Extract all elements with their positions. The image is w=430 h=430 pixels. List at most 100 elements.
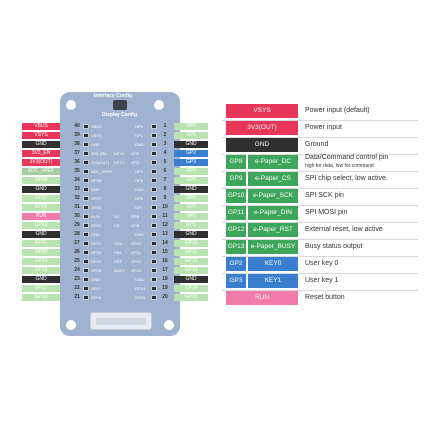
pin-number-right: 17	[162, 267, 168, 273]
legend-label: 3V3(OUT)	[226, 121, 298, 135]
header-pin	[83, 187, 89, 192]
board-pin-label-right: GP7	[135, 205, 144, 210]
legend-description: SPI MOSI pin	[305, 209, 348, 216]
pin-number-right: 5	[163, 159, 167, 165]
header-pin	[151, 187, 157, 192]
pin-number-right: 7	[163, 177, 167, 183]
pin-label-right: GP9	[174, 222, 208, 229]
header-pin	[83, 250, 89, 255]
legend-pin: GP3	[226, 274, 246, 288]
pin-number-right: 3	[163, 141, 167, 147]
board-pin-alt-label: DC	[114, 214, 120, 219]
pin-label-right: GND	[174, 276, 208, 283]
pin-number-right: 14	[162, 240, 168, 246]
legend-function: e-Paper_SCK	[248, 189, 298, 203]
pin-number-right: 13	[162, 231, 168, 237]
board-pin-label-left: GP26	[91, 205, 102, 210]
board-pin-alt-label: DIN	[114, 250, 121, 255]
board-pin-label-right: GP2	[131, 151, 140, 156]
legend-description-detail: high for data, low for command	[305, 163, 374, 169]
board-pin-label-right: GP11	[131, 250, 141, 255]
legend-description: SPI SCK pin	[305, 192, 344, 199]
header-pin	[83, 214, 89, 219]
pin-label-right: GP2	[174, 150, 208, 157]
board-pin-label-right: GP13	[131, 268, 142, 273]
pin-number-right: 11	[162, 213, 168, 219]
pin-number-left: 38	[74, 141, 80, 147]
pin-label-left: GP19	[22, 258, 60, 265]
pin-number-left: 34	[74, 177, 80, 183]
pin-number-right: 1	[163, 123, 167, 129]
pin-number-left: 24	[74, 267, 80, 273]
legend-description: Busy status output	[305, 243, 363, 250]
board-pin-label-left: GND	[91, 277, 100, 282]
pin-label-right: GND	[174, 186, 208, 193]
legend-description: SPI chip select, low active	[305, 175, 386, 182]
legend-divider	[222, 170, 418, 172]
board-pin-label-left: GND	[91, 142, 100, 147]
header-pin	[151, 295, 157, 300]
header-pin	[83, 259, 89, 264]
legend-pin: GP9	[226, 172, 246, 186]
header-pin	[151, 241, 157, 246]
board-pin-label-right: GP14	[135, 286, 146, 291]
board-pin-label-right: GP12	[131, 259, 142, 264]
header-pin	[83, 178, 89, 183]
board-pin-label-left: 3V3_EN	[91, 151, 106, 156]
pin-label-right: GP12	[174, 258, 208, 265]
pin-label-left: GP17	[22, 285, 60, 292]
pin-number-left: 36	[74, 159, 80, 165]
pin-number-left: 28	[74, 231, 80, 237]
legend-function: e-Paper_DC	[248, 155, 298, 169]
pin-label-left: GP26	[22, 204, 60, 211]
pin-label-right: GP13	[174, 267, 208, 274]
pin-label-left: GND	[22, 231, 60, 238]
header-pin	[151, 214, 157, 219]
config-switch	[113, 100, 127, 110]
board-pin-label-left: VSYS	[91, 133, 102, 138]
pin-number-left: 22	[74, 285, 80, 291]
pin-label-left: GP28	[22, 177, 60, 184]
pin-label-left: GP18	[22, 267, 60, 274]
header-pin	[151, 124, 157, 129]
pin-label-right: GP10	[174, 240, 208, 247]
pin-number-left: 31	[74, 204, 80, 210]
legend-pin: GP2	[226, 257, 246, 271]
board-pin-alt-label: KEY0	[114, 151, 125, 156]
pin-number-right: 8	[163, 186, 167, 192]
header-pin	[151, 160, 157, 165]
legend-divider	[222, 255, 418, 257]
header-pin	[151, 205, 157, 210]
legend-description: Power input (default)	[305, 107, 370, 114]
board	[60, 92, 180, 336]
pin-label-right: GND	[174, 141, 208, 148]
pin-number-left: 37	[74, 150, 80, 156]
pin-number-right: 16	[162, 258, 168, 264]
board-pin-label-left: GP19	[91, 259, 102, 264]
board-pin-label-right: GND	[135, 187, 144, 192]
board-pin-label-left: VBUS	[91, 124, 102, 129]
board-label-interface: Interface Config	[94, 93, 133, 99]
legend-pin: GP8	[226, 155, 246, 169]
pin-number-right: 2	[163, 132, 167, 138]
pin-label-left: VBUS	[22, 123, 60, 130]
header-pin	[83, 295, 89, 300]
pin-label-right: GP11	[174, 249, 208, 256]
pin-label-right: GP5	[174, 177, 208, 184]
legend-divider	[222, 119, 418, 121]
pin-number-right: 19	[162, 285, 168, 291]
board-pin-label-right: GP0	[135, 124, 144, 129]
legend-divider	[222, 289, 418, 291]
legend-function: e-Paper_RST	[248, 223, 298, 237]
board-pin-label-left: GP17	[91, 286, 102, 291]
board-label-display: Display Config	[102, 112, 138, 118]
legend-divider	[222, 272, 418, 274]
board-pin-alt-label: BUSY	[114, 268, 125, 273]
header-pin	[83, 124, 89, 129]
pin-label-right: GP4	[174, 168, 208, 175]
pin-number-left: 25	[74, 258, 80, 264]
legend-pin: GP13	[226, 240, 246, 254]
pin-label-right: GP3	[174, 159, 208, 166]
pin-label-right: GP1	[174, 132, 208, 139]
board-pin-alt-label: RST	[114, 259, 122, 264]
